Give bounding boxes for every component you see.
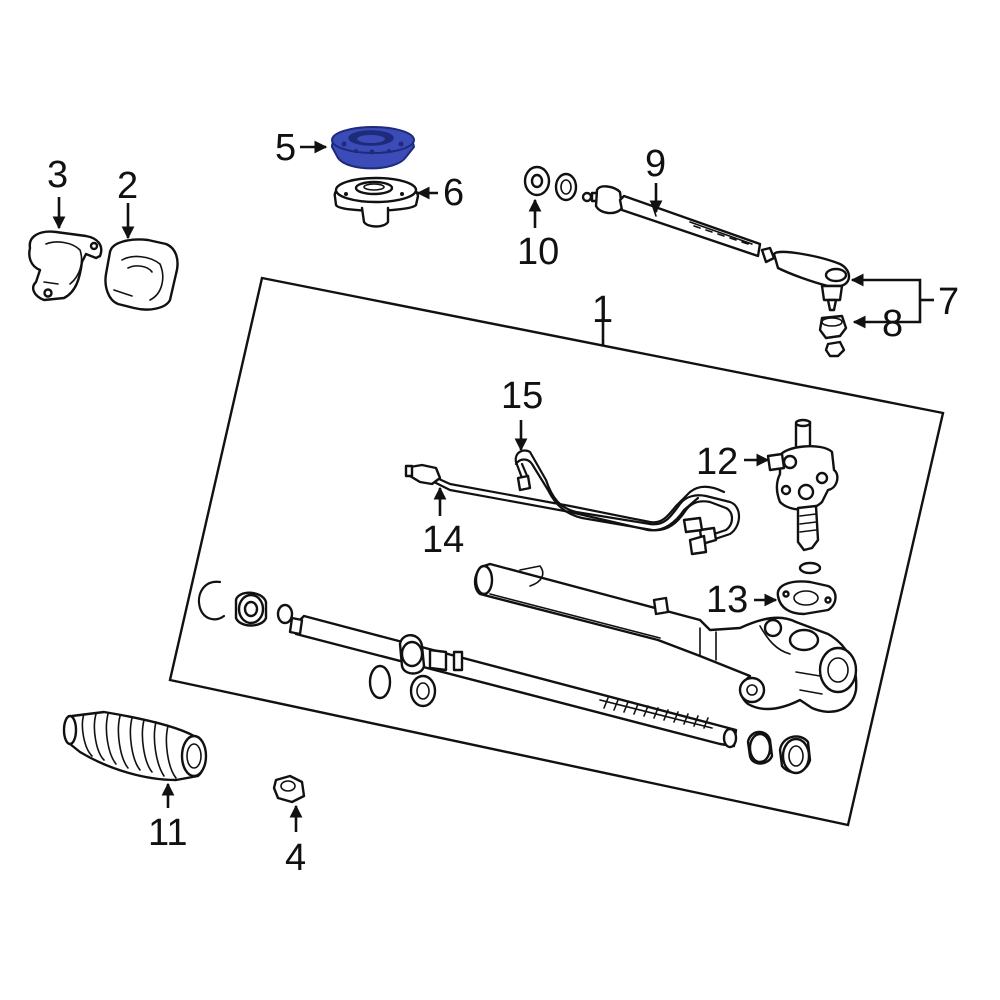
part-15-feed-line[interactable]	[514, 449, 741, 556]
callout-6: 6	[443, 172, 464, 214]
part-7-outer-tie-rod-end[interactable]	[760, 246, 851, 312]
leader-lines	[52, 140, 934, 832]
part-2-rubber-bushing[interactable]	[104, 238, 179, 311]
callout-15: 15	[501, 375, 543, 417]
part-13-gasket[interactable]	[776, 580, 837, 616]
callout-3: 3	[47, 154, 68, 196]
part-10-washer-and-seal[interactable]	[523, 165, 578, 202]
part-9-inner-tie-rod[interactable]	[581, 185, 762, 258]
rack-bar	[288, 614, 738, 749]
part-8-castle-nut[interactable]	[818, 314, 848, 358]
callout-numbers: 1 2 3 4 5 6 7 8 9 10 11 12 13 14 15	[47, 127, 959, 879]
callout-11: 11	[148, 812, 187, 854]
callout-13: 13	[706, 579, 748, 621]
callout-8: 8	[882, 303, 903, 345]
part-6-mount-base[interactable]	[333, 176, 420, 228]
part-4-nut[interactable]	[272, 774, 306, 804]
callout-14: 14	[422, 519, 464, 561]
callout-1: 1	[592, 289, 613, 331]
part-5-mount-plate[interactable]	[330, 126, 416, 170]
callout-9: 9	[645, 143, 666, 185]
callout-4: 4	[285, 837, 306, 879]
part-14-return-line[interactable]	[404, 463, 726, 534]
callout-7: 7	[938, 281, 959, 323]
rack-seals-and-rings	[197, 580, 812, 775]
part-12-valve-body[interactable]	[766, 418, 839, 575]
callout-2: 2	[117, 165, 138, 207]
assembly-box-outline	[168, 276, 945, 827]
rack-housing	[473, 562, 858, 713]
part-11-rack-boot[interactable]	[62, 710, 208, 782]
part-3-clamp-bracket[interactable]	[28, 230, 103, 302]
callout-5: 5	[275, 127, 296, 169]
callout-10: 10	[517, 231, 559, 273]
callout-12: 12	[696, 441, 738, 483]
